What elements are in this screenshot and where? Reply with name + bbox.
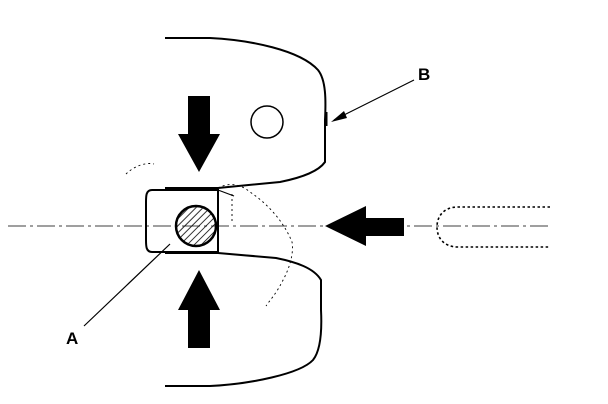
pin-part-a [174,204,218,248]
leader-line-a [83,243,171,327]
leader-line-b [333,79,415,121]
label-b: B [418,65,430,84]
arrow-up [178,270,220,348]
dotted-rod [436,206,550,248]
lower-jaw [165,252,323,387]
label-a: A [66,329,78,348]
holder-slot-inner-edge [217,189,235,197]
arrow-left [325,206,404,246]
arrow-down [178,96,220,172]
ghost-outline [125,163,293,307]
holder-slot [145,189,219,253]
jaw-hole [250,105,284,139]
leader-arrowhead-b [331,111,347,122]
upper-jaw [165,37,327,189]
